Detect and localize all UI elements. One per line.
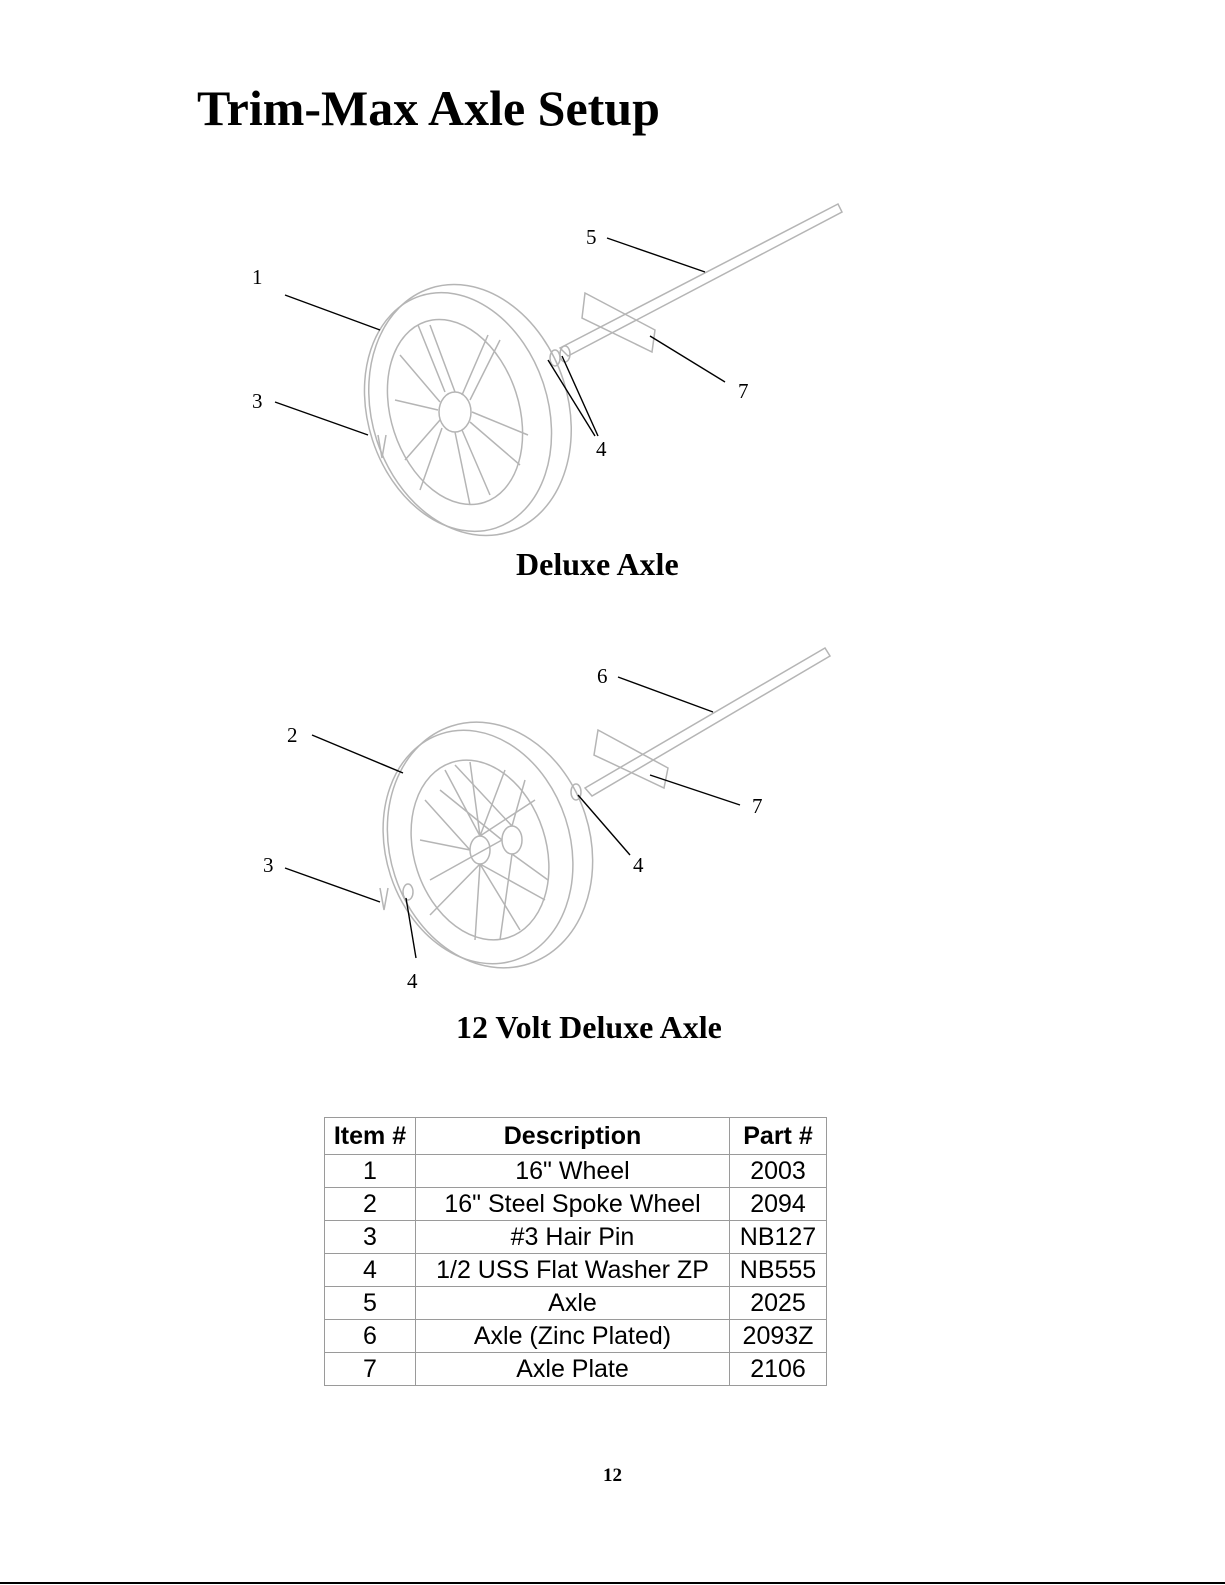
- leader-line: [312, 735, 403, 773]
- cell-description: 1/2 USS Flat Washer ZP: [416, 1254, 730, 1287]
- cell-part: 2003: [730, 1155, 827, 1188]
- leader-line: [607, 238, 705, 272]
- cell-description: #3 Hair Pin: [416, 1221, 730, 1254]
- table-row: 3 #3 Hair Pin NB127: [325, 1221, 827, 1254]
- callout-7: 7: [752, 794, 763, 818]
- callout-7: 7: [738, 379, 749, 403]
- cell-part: 2106: [730, 1353, 827, 1386]
- cell-description: Axle Plate: [416, 1353, 730, 1386]
- bottom-rule: [0, 1582, 1225, 1584]
- callout-4: 4: [633, 853, 644, 877]
- callout-4: 4: [407, 969, 418, 993]
- parts-table: Item # Description Part # 1 16" Wheel 20…: [324, 1117, 827, 1386]
- header-part-number: Part #: [730, 1118, 827, 1155]
- cell-part: 2025: [730, 1287, 827, 1320]
- callout-4: 4: [596, 437, 607, 461]
- callout-5: 5: [586, 225, 597, 249]
- table-row: 4 1/2 USS Flat Washer ZP NB555: [325, 1254, 827, 1287]
- deluxe-axle-caption: Deluxe Axle: [516, 545, 679, 583]
- spoke-wheel: [354, 695, 624, 995]
- twelve-volt-axle-drawing: 2 3 6 4 7 4: [0, 640, 1225, 1000]
- leader-line: [275, 402, 368, 435]
- table-row: 5 Axle 2025: [325, 1287, 827, 1320]
- cell-part: NB555: [730, 1254, 827, 1287]
- cell-description: 16" Wheel: [416, 1155, 730, 1188]
- leader-line: [578, 795, 630, 855]
- page-number: 12: [0, 1465, 1225, 1487]
- callout-2: 2: [287, 723, 298, 747]
- cell-description: 16" Steel Spoke Wheel: [416, 1188, 730, 1221]
- axle-rod: [585, 648, 830, 796]
- leader-line: [650, 336, 725, 382]
- cell-item: 1: [325, 1155, 416, 1188]
- cell-item: 2: [325, 1188, 416, 1221]
- twelve-volt-axle-caption: 12 Volt Deluxe Axle: [456, 1008, 722, 1046]
- cell-item: 5: [325, 1287, 416, 1320]
- twelve-volt-axle-diagram: 2 3 6 4 7 4: [0, 640, 1225, 1000]
- cell-part: NB127: [730, 1221, 827, 1254]
- header-item-number: Item #: [325, 1118, 416, 1155]
- page-title: Trim-Max Axle Setup: [197, 78, 660, 138]
- cell-item: 3: [325, 1221, 416, 1254]
- hair-pin: [380, 888, 388, 910]
- table-header-row: Item # Description Part #: [325, 1118, 827, 1155]
- header-description: Description: [416, 1118, 730, 1155]
- callout-3: 3: [263, 853, 274, 877]
- axle-rod: [560, 204, 842, 356]
- deluxe-axle-drawing: 1 3 5 4 7: [0, 190, 1225, 540]
- cell-item: 4: [325, 1254, 416, 1287]
- cell-description: Axle: [416, 1287, 730, 1320]
- table-row: 2 16" Steel Spoke Wheel 2094: [325, 1188, 827, 1221]
- callout-6: 6: [597, 664, 608, 688]
- cell-part: 2094: [730, 1188, 827, 1221]
- wheel: [335, 258, 603, 540]
- callout-1: 1: [252, 265, 263, 289]
- deluxe-axle-diagram: 1 3 5 4 7: [0, 190, 1225, 540]
- leader-line: [406, 898, 416, 958]
- cell-description: Axle (Zinc Plated): [416, 1320, 730, 1353]
- leader-line: [285, 295, 380, 330]
- cell-item: 6: [325, 1320, 416, 1353]
- table-row: 1 16" Wheel 2003: [325, 1155, 827, 1188]
- leader-line: [618, 677, 713, 712]
- callout-3: 3: [252, 389, 263, 413]
- axle-plate: [594, 730, 668, 788]
- leader-line: [650, 775, 740, 805]
- cell-item: 7: [325, 1353, 416, 1386]
- leader-line: [285, 868, 380, 902]
- table-row: 7 Axle Plate 2106: [325, 1353, 827, 1386]
- table-row: 6 Axle (Zinc Plated) 2093Z: [325, 1320, 827, 1353]
- cell-part: 2093Z: [730, 1320, 827, 1353]
- washer: [403, 884, 413, 900]
